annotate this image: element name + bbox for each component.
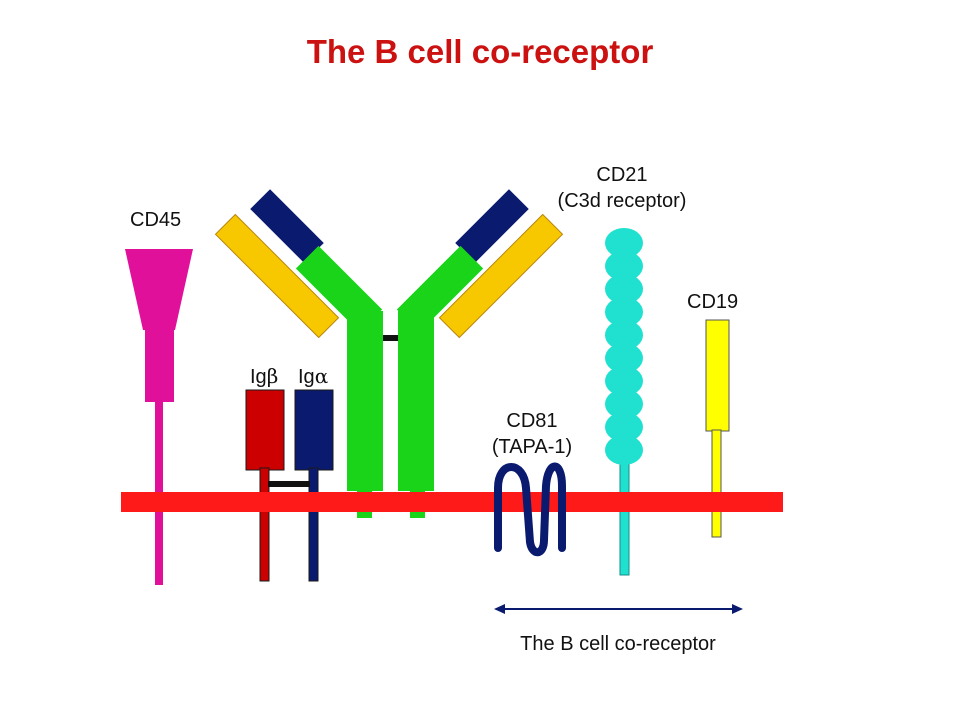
right-heavy-arm	[396, 245, 484, 333]
ig-alpha-beta-disulfide-bond	[268, 481, 310, 487]
cd45-molecule	[125, 249, 193, 585]
cd21-repeat-domains	[605, 228, 643, 465]
ig-alpha-tail	[308, 467, 319, 582]
cd45-label: CD45	[130, 209, 182, 231]
cd19-label: CD19	[687, 291, 739, 313]
right-light-chain	[438, 213, 564, 339]
cd45-stem	[145, 328, 174, 402]
page-title: The B cell co-receptor	[306, 33, 654, 70]
heavy-chain-disulfide-bond	[383, 335, 398, 341]
coreceptor-span-arrow	[494, 604, 743, 614]
cd19-block	[705, 319, 730, 432]
right-heavy-stem	[398, 311, 434, 491]
cd21-label-description: (C3d receptor)	[557, 190, 687, 212]
cd81-label: CD81 (TAPA-1)	[470, 410, 594, 459]
ig-beta-label: Igβ	[250, 364, 278, 389]
cd81-label-description: (TAPA-1)	[491, 436, 573, 458]
ig-alpha-label-prefix: Ig	[298, 366, 315, 388]
ig-beta-label-prefix: Ig	[250, 366, 267, 388]
ig-beta-block	[245, 389, 285, 471]
cd45-head	[125, 249, 193, 330]
left-heavy-arm	[295, 245, 383, 333]
coreceptor-caption: The B cell co-receptor	[520, 633, 716, 655]
cd21-label-name: CD21	[596, 164, 648, 186]
ig-beta-molecule	[245, 389, 285, 582]
left-light-chain	[214, 213, 340, 339]
left-heavy-variable-region	[250, 189, 324, 263]
ig-beta-tail	[259, 467, 270, 582]
cell-membrane	[121, 492, 783, 512]
ig-alpha-block	[294, 389, 334, 471]
ig-alpha-label: Igα	[298, 364, 328, 389]
ig-beta-label-symbol: β	[266, 364, 279, 388]
cd81-molecule	[494, 462, 566, 557]
cd21-label: CD21 (C3d receptor)	[542, 164, 702, 213]
cd21-molecule	[605, 228, 643, 576]
left-heavy-stem	[347, 311, 383, 491]
cd81-label-name: CD81	[506, 410, 558, 432]
cd19-molecule	[705, 319, 730, 538]
right-heavy-variable-region	[455, 189, 529, 263]
ig-alpha-label-symbol: α	[314, 364, 329, 388]
cd19-tail	[711, 429, 722, 538]
ig-alpha-molecule	[294, 389, 334, 582]
immunoglobulin-molecule	[214, 189, 564, 518]
